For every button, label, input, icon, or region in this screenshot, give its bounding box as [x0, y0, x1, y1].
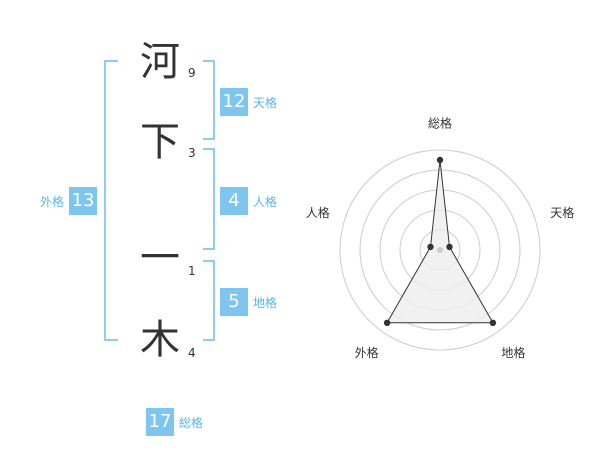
gaikaku-bracket [104, 60, 118, 341]
stroke-count-1: 9 [188, 66, 196, 80]
soukaku-badge: 17 総格 [146, 408, 207, 436]
radar-ring-5 [339, 149, 541, 351]
radar-axis-label-4: 外格 [355, 345, 379, 360]
gaikaku-value: 13 [69, 187, 98, 215]
chikaku-bracket [203, 260, 215, 341]
radar-polygon [386, 159, 494, 324]
name-char-3: 一 [140, 235, 180, 281]
jinkaku-badge: 4 人格 [220, 187, 281, 215]
radar-point-2 [446, 243, 453, 251]
radar-axis-label-1: 総格 [428, 116, 452, 131]
radar-point-4 [383, 319, 391, 327]
radar-point-5 [427, 243, 434, 251]
jinkaku-bracket [203, 148, 215, 250]
tenkaku-bracket [203, 60, 215, 140]
radar-center-dot [437, 247, 443, 253]
tenkaku-value: 12 [220, 88, 248, 116]
soukaku-value: 17 [146, 408, 174, 436]
tenkaku-badge: 12 天格 [220, 88, 281, 116]
gaikaku-badge: 外格 13 [40, 187, 98, 215]
chikaku-badge: 5 地格 [220, 288, 281, 316]
radar-axis-label-2: 天格 [550, 205, 574, 220]
name-char-2: 下 [140, 119, 180, 165]
jinkaku-value: 4 [220, 187, 248, 215]
tenkaku-label: 天格 [253, 95, 278, 110]
radar-point-3 [489, 319, 497, 327]
name-char-4: 木 [140, 317, 180, 363]
radar-point-1 [436, 156, 444, 164]
jinkaku-label: 人格 [253, 194, 278, 209]
chikaku-label: 地格 [253, 295, 278, 310]
gaikaku-label: 外格 [40, 194, 65, 209]
soukaku-label: 総格 [179, 415, 204, 430]
stroke-count-4: 4 [188, 346, 196, 360]
radar-axis-label-3: 地格 [501, 345, 525, 360]
chikaku-value: 5 [220, 288, 248, 316]
stroke-count-2: 3 [188, 146, 196, 160]
name-char-1: 河 [140, 39, 180, 85]
radar-axis-label-5: 人格 [306, 205, 330, 220]
stroke-count-3: 1 [188, 264, 196, 278]
